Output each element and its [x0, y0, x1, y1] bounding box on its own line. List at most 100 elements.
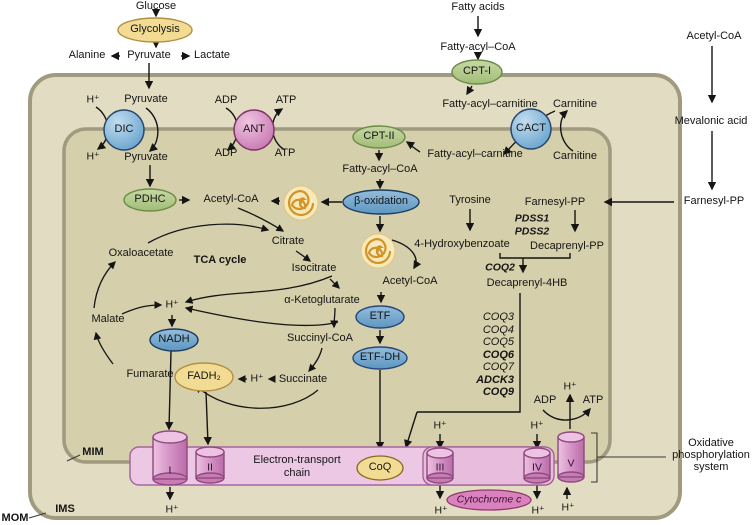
complex-IV-cylinder [523, 447, 551, 484]
label-pdss2: PDSS2 [514, 225, 550, 238]
label-hplus-succinate: H⁺ [250, 372, 264, 385]
label-gene-coq7: COQ7 [482, 361, 514, 373]
label-tyrosine: Tyrosine [449, 194, 491, 207]
ant-transporter [233, 109, 275, 151]
label-ims: IMS [55, 503, 75, 516]
label-hplus-i-bottom: H⁺ [165, 503, 179, 516]
label-carnitine-ims: Carnitine [552, 98, 598, 111]
etf-oval [355, 305, 405, 329]
label-complex-iii: III [435, 461, 445, 474]
label-glycolysis: Glycolysis [130, 23, 180, 36]
label-atp-v: ATP [582, 394, 604, 407]
pdhc-oval [123, 188, 177, 212]
coq-oval [356, 455, 404, 481]
label-fatty-acyl-coa-matrix: Fatty-acyl–CoA [342, 163, 418, 176]
label-gene-coq3: COQ3 [482, 311, 514, 323]
label-pyruvate-ims: Pyruvate [124, 93, 168, 106]
complex-I-cylinder [152, 430, 188, 486]
label-succinyl-coa: Succinyl-CoA [286, 332, 354, 345]
nadh-oval [149, 328, 199, 352]
fadh2-oval [174, 362, 234, 392]
label-farnesyl-pp-matrix: Farnesyl-PP [524, 196, 586, 209]
tca-cycle-arrows [93, 207, 340, 409]
mom-pointer-line [28, 512, 47, 519]
label-pyruvate-cytosol: Pyruvate [127, 49, 171, 62]
label-alanine: Alanine [68, 49, 106, 62]
label-acetyl-coa-tca: Acetyl-CoA [203, 193, 259, 206]
label-fatty-acyl-coa-cytosol: Fatty-acyl–CoA [440, 41, 516, 54]
label-oxphos-line1: Oxidative [688, 437, 734, 450]
complex-III-cylinder [426, 447, 454, 484]
label-beta-oxidation: β-oxidation [353, 195, 409, 208]
cact-transporter [510, 108, 552, 150]
label-oxaloacetate: Oxaloacetate [108, 247, 174, 260]
label-complex-iv: IV [532, 461, 542, 474]
label-pyruvate-matrix: Pyruvate [124, 151, 168, 164]
label-citrate: Citrate [271, 235, 305, 248]
label-gene-coq6: COQ6 [482, 349, 514, 361]
label-gene-coq9: COQ9 [482, 386, 514, 398]
label-tca-cycle-title: TCA cycle [193, 254, 247, 267]
label-acetyl-coa-etf: Acetyl-CoA [382, 275, 438, 288]
label-alpha-ketoglutarate: α-Ketoglutarate [284, 294, 360, 307]
label-pdhc: PDHC [134, 193, 166, 206]
label-gene-coq5: COQ5 [482, 336, 514, 348]
label-fatty-acyl-carnitine-matrix: Fatty-acyl–carnitine [427, 148, 523, 161]
beta-oxidation-oval [342, 189, 420, 215]
label-fatty-acyl-carnitine-ims: Fatty-acyl–carnitine [442, 98, 538, 111]
label-hplus-dic-bottom: H⁺ [86, 150, 100, 163]
label-hplus-iii-top: H⁺ [433, 419, 447, 432]
label-gene-adck3: ADCK3 [476, 374, 514, 386]
label-adp-top: ADP [214, 94, 238, 107]
label-succinate: Succinate [278, 373, 328, 386]
label-decaprenyl-4hb: Decaprenyl-4HB [486, 277, 568, 290]
oxphos-bracket [591, 432, 666, 483]
cpt1-oval [451, 59, 503, 85]
label-fadh2: FADH₂ [187, 370, 221, 383]
label-oxphos-line3: system [693, 461, 729, 474]
dic-transporter [103, 109, 145, 151]
complex-III-IV-subband [422, 446, 555, 486]
label-complex-v: V [567, 457, 575, 470]
label-hplus-v-top: H⁺ [563, 380, 577, 393]
label-atp-top: ATP [275, 94, 297, 107]
label-dic: DIC [114, 123, 134, 136]
label-atp-bottom: ATP [274, 147, 296, 160]
cpt2-oval [352, 125, 406, 149]
label-malate: Malate [91, 313, 125, 326]
label-cytochrome-c: Cytochrome c [456, 493, 522, 506]
label-etc-line2: chain [283, 467, 311, 480]
label-acetyl-coa-cytosol: Acetyl-CoA [686, 30, 742, 43]
label-complex-ii: II [207, 461, 213, 474]
label-adp-v: ADP [533, 394, 557, 407]
label-fumarate: Fumarate [126, 368, 174, 381]
label-etf: ETF [369, 310, 391, 323]
label-mom: MOM [1, 512, 29, 525]
label-hplus-tca: H⁺ [165, 298, 179, 311]
label-glucose: Glucose [135, 0, 177, 13]
label-oxphos-line2: phosphorylation [672, 449, 750, 462]
complex-II-cylinder [195, 446, 225, 484]
label-cact: CACT [516, 122, 546, 135]
label-mevalonic-acid: Mevalonic acid [674, 115, 748, 128]
label-lactate: Lactate [193, 49, 231, 62]
label-nadh: NADH [158, 333, 190, 346]
label-decaprenyl-pp: Decaprenyl-PP [530, 240, 604, 253]
label-hplus-iv-top: H⁺ [530, 419, 544, 432]
beta-oxidation-spiral-icon [359, 232, 397, 270]
label-mim: MIM [82, 446, 104, 459]
label-hplus-iii-bottom: H⁺ [434, 504, 448, 517]
mim-pointer-line [66, 454, 81, 462]
label-ant: ANT [243, 123, 265, 136]
label-hplus-iv-bottom: H⁺ [531, 504, 545, 517]
label-cpt1: CPT-I [462, 65, 492, 78]
label-carnitine-matrix: Carnitine [552, 150, 598, 163]
cytochrome-c-oval [446, 489, 532, 511]
etf-dh-oval [352, 346, 408, 370]
label-coq: CoQ [368, 461, 392, 474]
label-etf-dh: ETF-DH [359, 351, 401, 364]
label-fatty-acids: Fatty acids [451, 1, 505, 14]
glycolysis-oval [117, 17, 193, 43]
